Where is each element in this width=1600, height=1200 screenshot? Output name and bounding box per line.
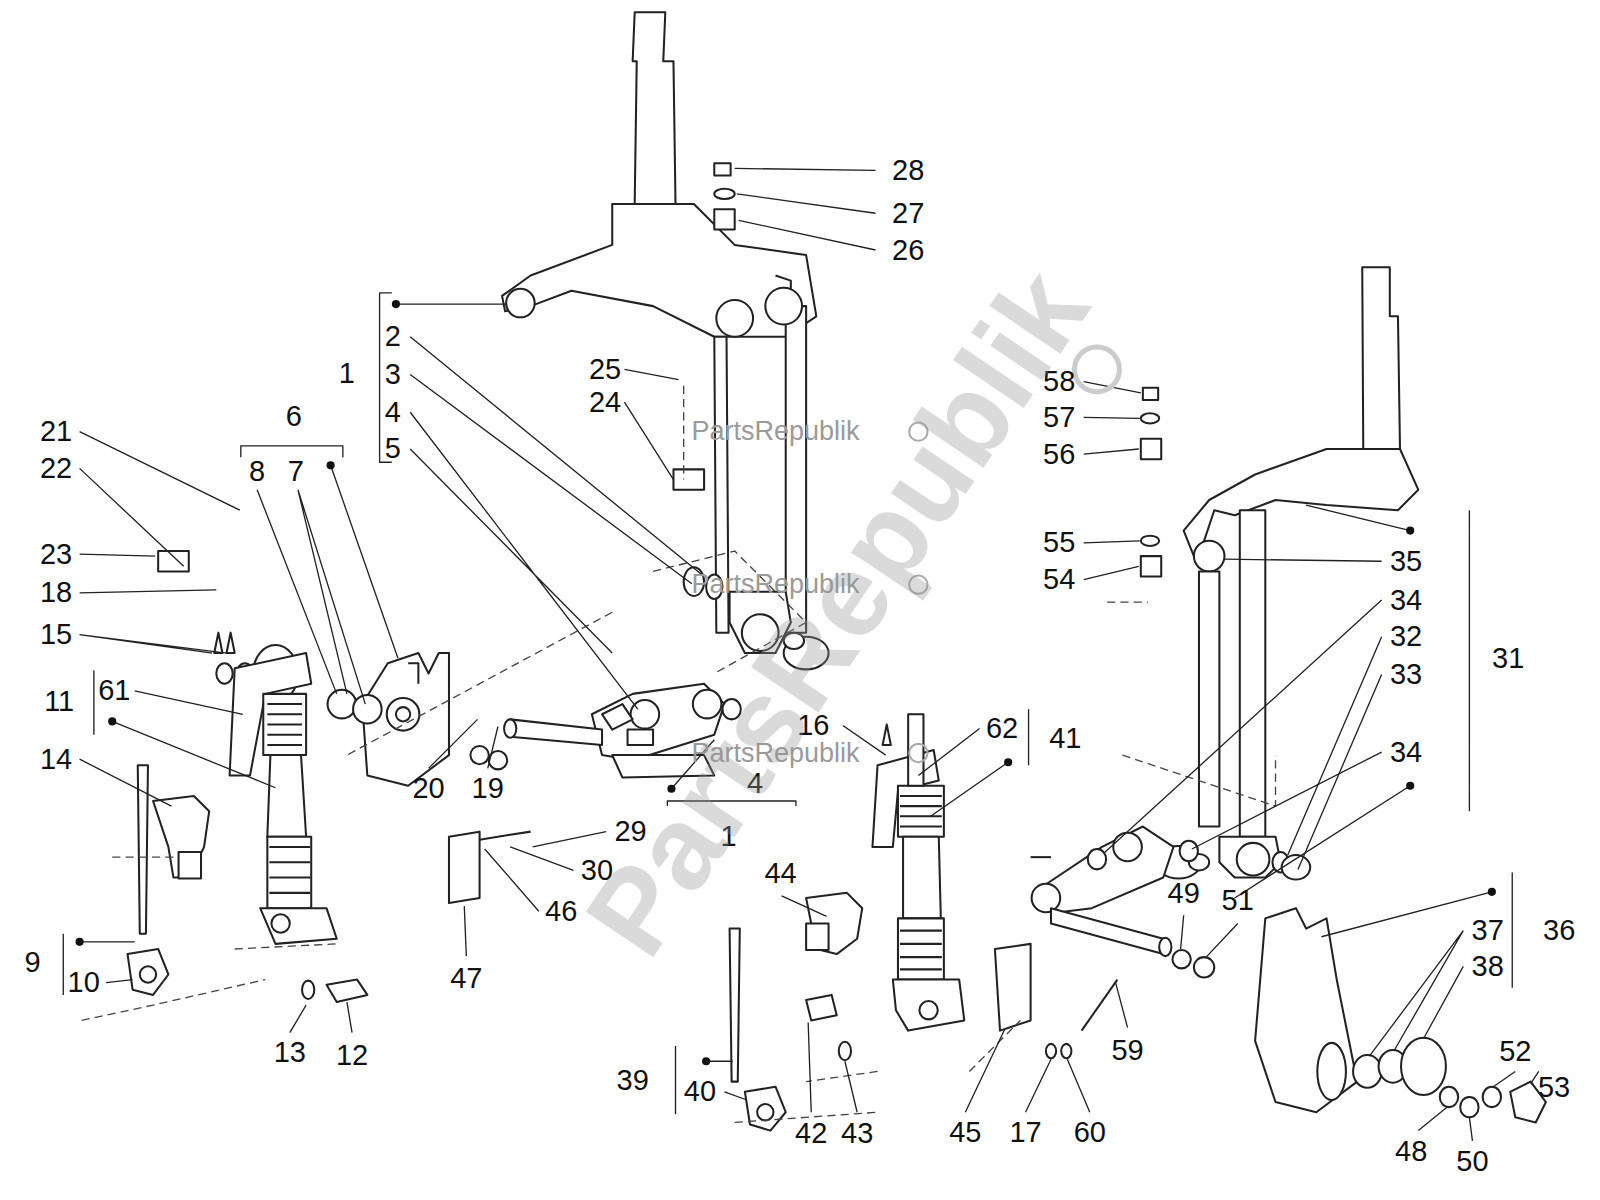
callout-number: 28 (892, 156, 924, 185)
callout-number: 40 (684, 1077, 716, 1106)
leader-lines (63, 168, 1539, 1140)
callout-number: 48 (1395, 1137, 1427, 1166)
callout-number: 18 (40, 578, 72, 607)
callout-number: 39 (617, 1066, 649, 1095)
callout-number: 62 (986, 714, 1018, 743)
callout-number: 43 (841, 1119, 873, 1148)
left-steering-column (502, 12, 816, 653)
callout-number: 38 (1472, 952, 1504, 981)
callout-number: 10 (68, 968, 100, 997)
callout-number: 36 (1543, 916, 1575, 945)
callout-number: 34 (1390, 586, 1422, 615)
callout-number: 61 (98, 676, 130, 705)
callout-number: 24 (589, 388, 621, 417)
callout-number: 21 (40, 417, 72, 446)
callout-number: 34 (1390, 738, 1422, 767)
callout-number: 4 (385, 398, 401, 427)
callout-number: 47 (450, 964, 482, 993)
callout-number: 19 (472, 774, 504, 803)
callout-number: 57 (1043, 403, 1075, 432)
callout-number: 32 (1390, 622, 1422, 651)
callout-number: 7 (288, 457, 304, 486)
callout-number: 9 (25, 948, 41, 977)
callout-number: 6 (286, 402, 302, 431)
callout-number: 41 (1049, 724, 1081, 753)
right-steering-column (1141, 267, 1419, 879)
callout-number: 26 (892, 236, 924, 265)
callout-number: 12 (336, 1041, 368, 1070)
callout-number: 22 (40, 454, 72, 483)
left-hub-carrier (158, 551, 507, 786)
callout-number: 53 (1538, 1073, 1570, 1102)
callout-number: 51 (1222, 886, 1254, 915)
callout-number: 33 (1390, 660, 1422, 689)
callout-number: 59 (1111, 1036, 1143, 1065)
callout-number: 60 (1074, 1118, 1106, 1147)
callout-number: 35 (1390, 547, 1422, 576)
callout-number: 8 (249, 457, 265, 486)
right-swing-arm (1031, 827, 1215, 978)
callout-number: 42 (795, 1119, 827, 1148)
callout-number: 3 (385, 360, 401, 389)
callout-number: 55 (1043, 528, 1075, 557)
callout-number: 20 (412, 774, 444, 803)
callout-number: 14 (40, 745, 72, 774)
callout-number: 25 (589, 355, 621, 384)
callout-number: 52 (1499, 1037, 1531, 1066)
callout-number: 56 (1043, 440, 1075, 469)
callout-number: 13 (274, 1038, 306, 1067)
callout-number: 23 (40, 540, 72, 569)
callout-number: 11 (44, 687, 74, 716)
callout-number: 15 (40, 620, 72, 649)
watermark: PartsRepublik (691, 418, 859, 445)
callout-number: 50 (1456, 1147, 1488, 1176)
callout-number: 27 (892, 199, 924, 228)
callout-number: 37 (1472, 916, 1504, 945)
callout-number: 17 (1009, 1118, 1041, 1147)
callout-number: 2 (385, 322, 401, 351)
watermark: PartsRepublik (566, 250, 1108, 974)
callout-number: 5 (385, 434, 401, 463)
callout-number: 45 (949, 1118, 981, 1147)
callout-number: 1 (339, 359, 355, 388)
callout-number: 49 (1168, 879, 1200, 908)
callout-number: 31 (1492, 644, 1524, 673)
callout-number: 44 (764, 859, 796, 888)
callout-number: 54 (1043, 565, 1075, 594)
